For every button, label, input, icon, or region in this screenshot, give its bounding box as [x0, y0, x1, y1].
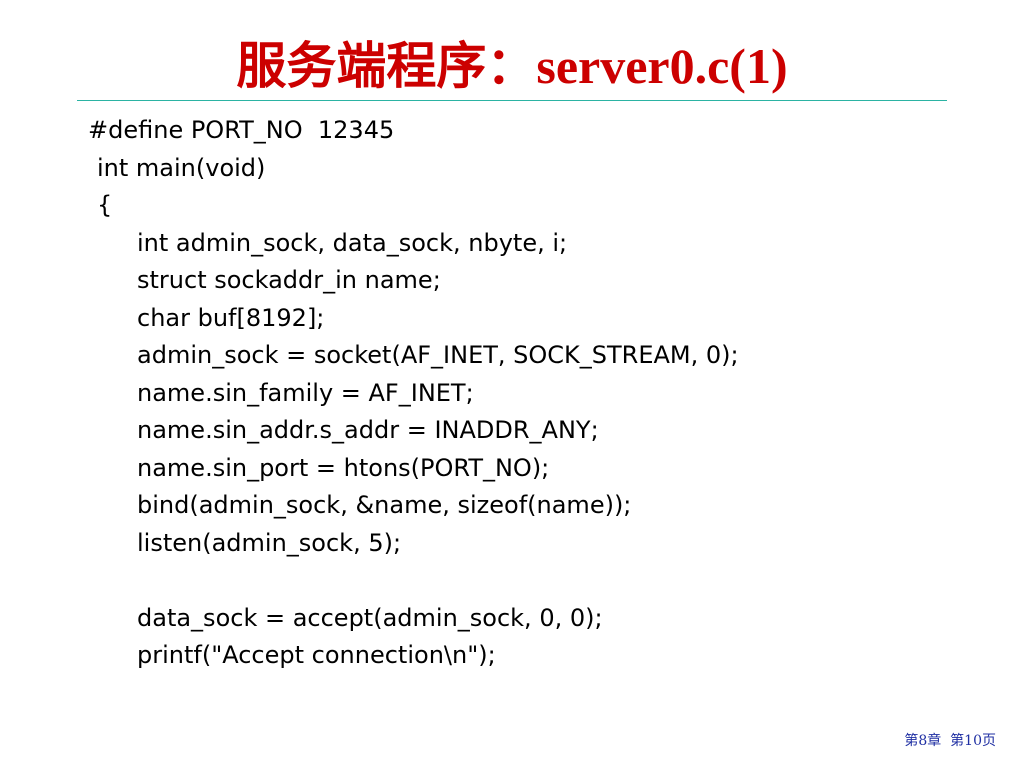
code-line [88, 562, 988, 600]
code-line: #define PORT_NO 12345 [88, 116, 395, 144]
code-line: int admin_sock, data_sock, nbyte, i; [137, 228, 568, 257]
code-line: name.sin_addr.s_addr = INADDR_ANY; [137, 416, 599, 444]
code-line: bind(admin_sock, &name, sizeof(name)); [137, 491, 632, 519]
code-line: name.sin_family = AF_INET; [137, 378, 474, 407]
code-line: printf("Accept connection\n"); [137, 641, 496, 669]
slide-title: 服务端程序：server0.c(1) [236, 38, 788, 94]
code-line: listen(admin_sock, 5); [137, 528, 402, 557]
code-line: name.sin_port = htons(PORT_NO); [137, 453, 550, 482]
code-line: admin_sock = socket(AF_INET, SOCK_STREAM… [137, 341, 739, 369]
code-line: { [97, 191, 113, 219]
title-divider [77, 100, 947, 101]
page-footer: 第8章 第10页 [904, 733, 996, 749]
code-block: #define PORT_NO 12345 int main(void) { int … [88, 112, 988, 675]
code-line: int main(void) [97, 153, 266, 182]
code-line: data_sock = accept(admin_sock, 0, 0); [137, 603, 603, 632]
code-line: struct sockaddr_in name; [137, 266, 441, 294]
code-line: char buf[8192]; [137, 303, 325, 332]
